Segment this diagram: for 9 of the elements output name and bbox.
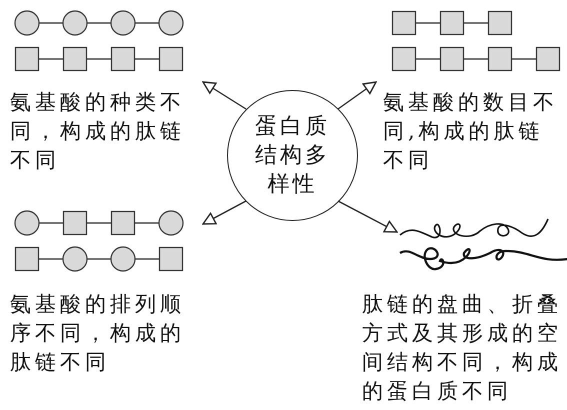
caption-text: 氨基酸的种类不同，构成的肽链不同	[10, 89, 186, 174]
arrow	[202, 81, 246, 110]
caption-text: 肽链的盘曲、折叠方式及其形成的空间结构不同，构成的蛋白质不同	[362, 291, 563, 405]
arrow	[202, 200, 246, 225]
topic-circle: 蛋白质结构多样性	[227, 90, 358, 221]
caption-text: 氨基酸的数目不同,构成的肽链不同	[383, 89, 559, 174]
arrow	[338, 81, 377, 110]
arrow	[338, 200, 398, 233]
caption-text: 氨基酸的排列顺序不同，构成的肽链不同	[10, 291, 186, 376]
